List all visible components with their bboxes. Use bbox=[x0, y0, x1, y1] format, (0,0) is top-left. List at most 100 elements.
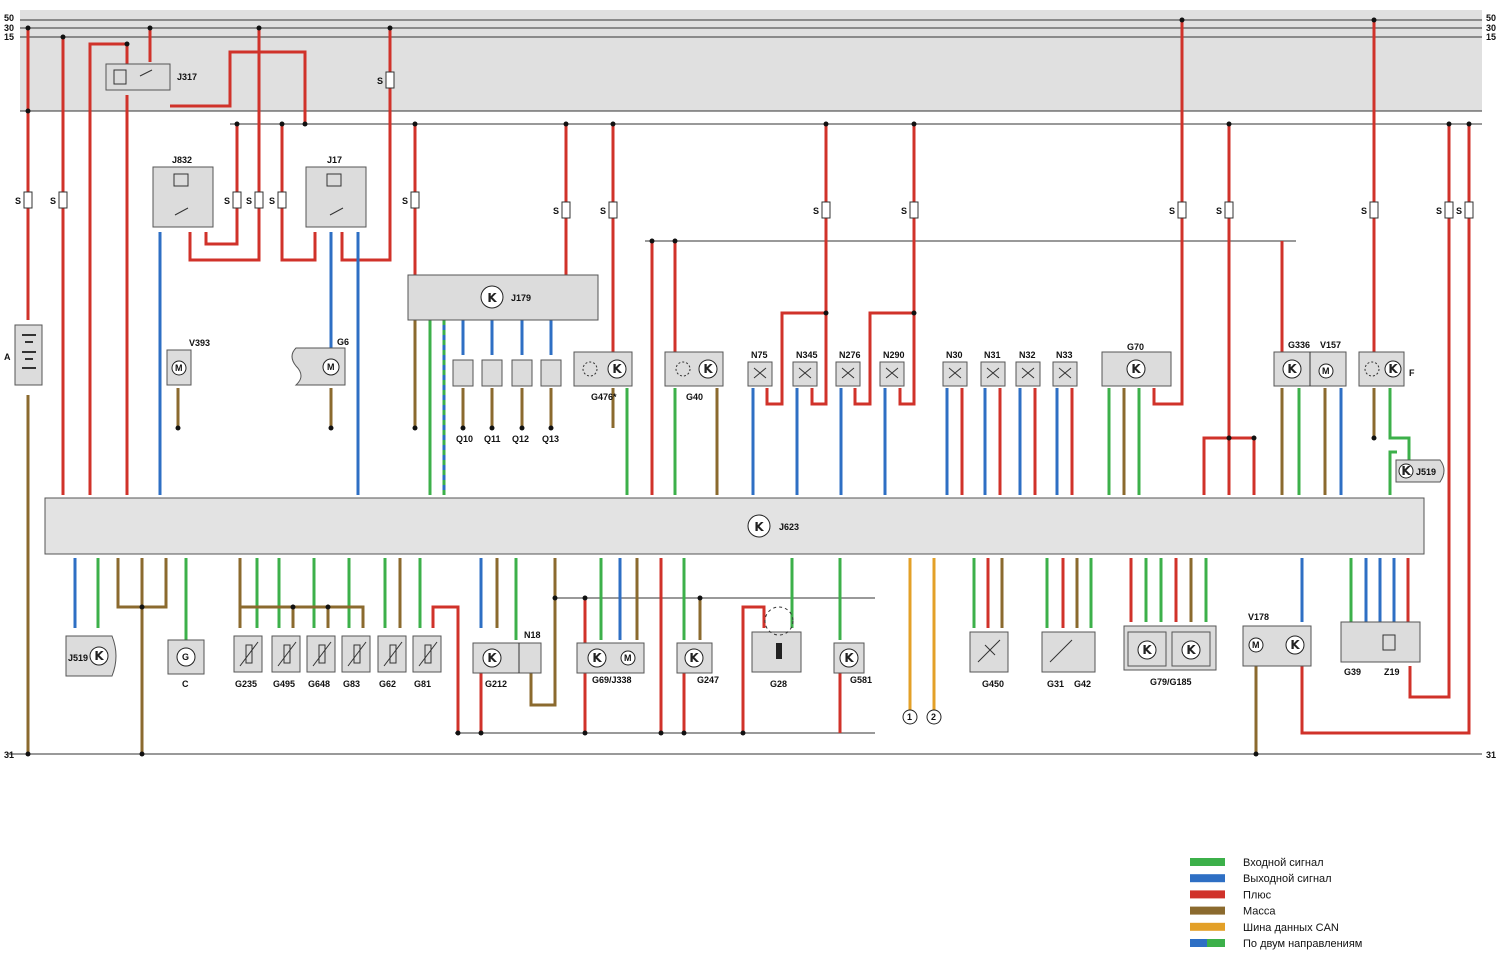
valve-label: N33 bbox=[1056, 350, 1073, 360]
fuse-label: S bbox=[269, 196, 275, 206]
junction-dot bbox=[519, 425, 525, 431]
junction-dot bbox=[1446, 121, 1452, 127]
wires-input bbox=[96, 320, 1411, 640]
fuse-label: S bbox=[377, 76, 383, 86]
fuse-label: S bbox=[1361, 206, 1367, 216]
n18-label: N18 bbox=[524, 630, 541, 640]
valve-n33: N33 bbox=[1052, 350, 1078, 387]
valve-label: N75 bbox=[751, 350, 768, 360]
junction-dot bbox=[25, 108, 31, 114]
wire-j317-out bbox=[88, 42, 129, 495]
f-label: F bbox=[1409, 368, 1415, 378]
valve-label: N345 bbox=[796, 350, 818, 360]
junction-dot bbox=[649, 238, 655, 244]
legend-item: По двум направлениям bbox=[1190, 938, 1362, 950]
wire-n345-supply bbox=[810, 313, 828, 406]
junction-dot bbox=[740, 730, 746, 736]
valves: N75 N345 N276 N290 N30 N31 N32 N33 bbox=[747, 350, 1078, 387]
g450-label: G450 bbox=[982, 679, 1004, 689]
fuse-label: S bbox=[1456, 206, 1462, 216]
legend-label: Шина данных CAN bbox=[1243, 922, 1339, 934]
z19-label: Z19 bbox=[1384, 667, 1400, 677]
legend-swatch bbox=[1190, 890, 1225, 899]
fuse-icon: S bbox=[269, 191, 287, 209]
junction-dot bbox=[25, 751, 31, 757]
g185-k-text: K bbox=[1186, 643, 1196, 657]
sensor-g581: K G581 bbox=[833, 642, 872, 685]
junction-dot bbox=[147, 25, 153, 31]
junction-dot bbox=[279, 121, 285, 127]
ecu-j623: K J623 bbox=[44, 497, 1425, 555]
junction-dot bbox=[387, 25, 393, 31]
j179-label: J179 bbox=[511, 293, 531, 303]
junction-dot bbox=[582, 595, 588, 601]
module-g212-n18: K G212 N18 bbox=[472, 630, 542, 689]
can-terminal-2-label: 2 bbox=[931, 712, 936, 722]
junction-dot bbox=[563, 121, 569, 127]
battery-a: A bbox=[4, 324, 43, 386]
junction-dot bbox=[139, 751, 145, 757]
g6-label: G6 bbox=[337, 337, 349, 347]
sensor-label: G62 bbox=[379, 679, 396, 689]
g247-label: G247 bbox=[697, 675, 719, 685]
g70-label: G70 bbox=[1127, 342, 1144, 352]
valve-label: N32 bbox=[1019, 350, 1036, 360]
fuse-label: S bbox=[1169, 206, 1175, 216]
junction-dot bbox=[412, 121, 418, 127]
j317-label: J317 bbox=[177, 72, 197, 82]
legend-swatch bbox=[1190, 906, 1225, 915]
j179-k-icon bbox=[480, 285, 504, 309]
valve-label: N30 bbox=[946, 350, 963, 360]
junction-dot bbox=[328, 425, 334, 431]
g42-label: G42 bbox=[1074, 679, 1091, 689]
wire-f-j519 bbox=[1388, 388, 1411, 460]
fuse-icon: S bbox=[1436, 201, 1454, 219]
j519-bottom-k-text: K bbox=[94, 649, 104, 663]
sensor-g62: G62 bbox=[377, 635, 407, 689]
junction-dot bbox=[489, 425, 495, 431]
j519-top-k-text: K bbox=[1401, 464, 1411, 478]
junction-dot bbox=[478, 730, 484, 736]
junction-dot bbox=[412, 425, 418, 431]
junction-dot bbox=[460, 425, 466, 431]
wire-v178-supply bbox=[1300, 124, 1471, 735]
fuse-label: S bbox=[402, 196, 408, 206]
legend-swatch bbox=[1190, 874, 1225, 883]
wire-g28-plus bbox=[741, 605, 766, 733]
junction-dot bbox=[1226, 121, 1232, 127]
sensor-g81: G81 bbox=[412, 635, 442, 689]
g28-label: G28 bbox=[770, 679, 787, 689]
sensor-g235: G235 bbox=[233, 635, 263, 689]
fuse-icon: S bbox=[402, 191, 420, 209]
junction-dot bbox=[582, 730, 588, 736]
fuse-icon: S bbox=[246, 191, 264, 209]
junction-dots bbox=[25, 17, 1472, 757]
fuse-label: S bbox=[50, 196, 56, 206]
module-j519-bottom: K J519 bbox=[65, 635, 117, 677]
g212-k-text: K bbox=[487, 651, 497, 665]
sensor-g450: G450 bbox=[969, 631, 1009, 689]
sensor-label: G495 bbox=[273, 679, 295, 689]
rail-30-right: 30 bbox=[1486, 23, 1496, 33]
q11-label: Q11 bbox=[484, 434, 501, 444]
wires-ground bbox=[26, 320, 1376, 754]
junction-dot bbox=[1251, 435, 1257, 441]
fuse-label: S bbox=[1216, 206, 1222, 216]
q10-label: Q10 bbox=[456, 434, 473, 444]
supply-panel bbox=[20, 10, 1482, 111]
v178-label: V178 bbox=[1248, 612, 1269, 622]
sensor-g28: G28 bbox=[751, 606, 802, 689]
junction-dot bbox=[823, 310, 829, 316]
rail-31-right: 31 bbox=[1486, 750, 1496, 760]
sensor-g83: G83 bbox=[341, 635, 371, 689]
valve-label: N31 bbox=[984, 350, 1001, 360]
fuse-icon: S bbox=[50, 191, 68, 209]
valve-label: N290 bbox=[883, 350, 905, 360]
alternator-c: G C bbox=[167, 639, 205, 689]
sensor-g79-g185: K K G79/G185 bbox=[1123, 625, 1217, 687]
fuse-label: S bbox=[901, 206, 907, 216]
fuse-icon: S bbox=[1216, 201, 1234, 219]
valve-n290: N290 bbox=[879, 350, 905, 387]
g31-label: G31 bbox=[1047, 679, 1064, 689]
valve-n276: N276 bbox=[835, 350, 861, 387]
